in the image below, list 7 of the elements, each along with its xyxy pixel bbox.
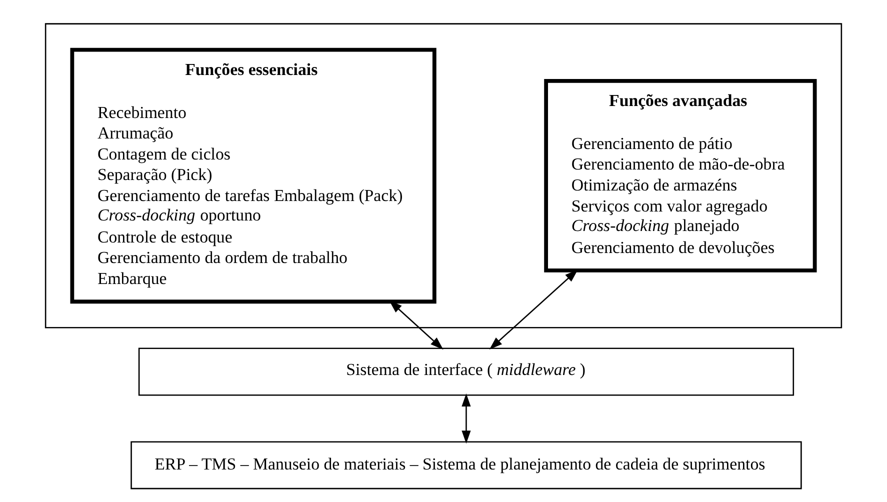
node-box: Sistema de interface (middleware)	[138, 348, 794, 396]
arrow	[462, 394, 471, 444]
node-box: Funções essenciais Recebimento Arrumação Contagem de ciclos Separação (Pick) Gerenciamento de tarefas Embalagem (Pack) Cross-docking oportuno Controle de estoque Gerenciamento da ordem de trabalho Embarque	[70, 48, 436, 304]
cluster	[44, 23, 842, 328]
arrow	[489, 270, 578, 350]
node-box: Funções avançadas Gerenciamento de pátio Gerenciamento de mão-de-obra Otimização de armazéns Serviços com valor agregado Cross-docking planejado Gerenciamento de devoluções	[544, 78, 817, 272]
node-box: ERP – TMS – Manuseio de materiais – Sistema de planejamento de cadeia de suprimentos	[130, 441, 802, 490]
